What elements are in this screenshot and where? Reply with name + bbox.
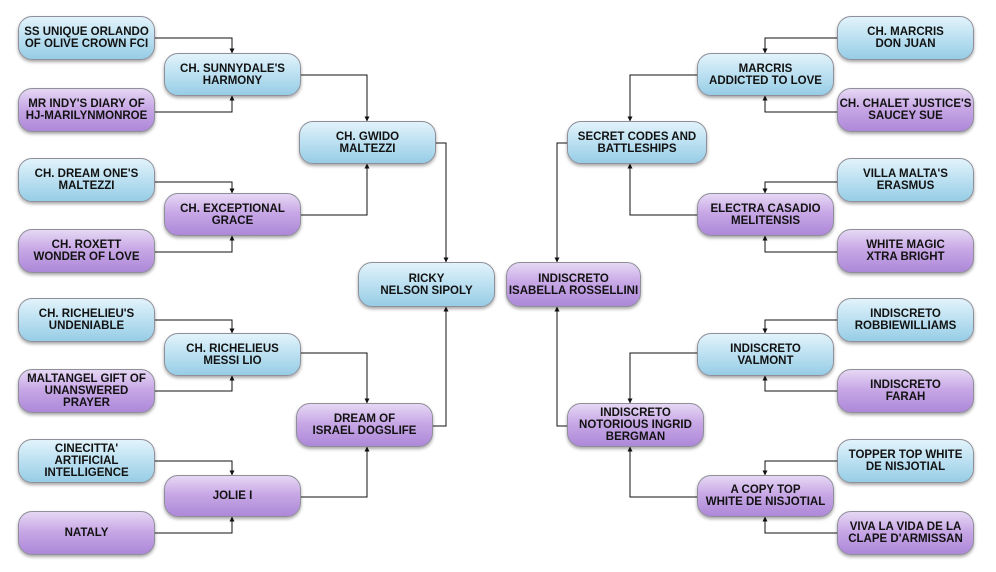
pedigree-node-gen3: CH. EXCEPTIONAL GRACE [164, 193, 301, 236]
dog-name: WHITE MAGIC XTRA BRIGHT [866, 239, 945, 263]
pedigree-node-gen2: INDISCRETO NOTORIOUS INGRID BERGMAN [567, 403, 704, 447]
dog-name: CH. GWIDO MALTEZZI [335, 130, 400, 155]
dog-name: INDISCRETO FARAH [870, 379, 941, 403]
dog-name: CH. EXCEPTIONAL GRACE [180, 202, 285, 227]
dog-name: CH. DREAM ONE'S MALTEZZI [34, 168, 139, 192]
pedigree-node-gen3: CH. SUNNYDALE'S HARMONY [164, 53, 301, 96]
dog-name: VILLA MALTA'S ERASMUS [863, 168, 948, 192]
pedigree-node-gen3: JOLIE I [164, 475, 301, 517]
dog-name: CH. SUNNYDALE'S HARMONY [180, 62, 285, 87]
dog-name: TOPPER TOP WHITE DE NISJOTIAL [848, 449, 963, 473]
pedigree-node-gen4: MALTANGEL GIFT OF UNANSWERED PRAYER [18, 369, 155, 413]
dog-name: INDISCRETO VALMONT [730, 342, 801, 367]
pedigree-node-gen4: CH. ROXETT WONDER OF LOVE [18, 229, 155, 273]
pedigree-node-gen4: WHITE MAGIC XTRA BRIGHT [837, 229, 974, 273]
dog-name: RICKY NELSON SIPOLY [380, 272, 473, 297]
dog-name: CH. RICHELIEU'S UNDENIABLE [38, 308, 135, 332]
pedigree-node-gen4: CH. CHALET JUSTICE'S SAUCEY SUE [837, 88, 974, 132]
pedigree-node-gen3: INDISCRETO VALMONT [697, 333, 834, 376]
pedigree-node-gen4: CH. DREAM ONE'S MALTEZZI [18, 158, 155, 202]
pedigree-node-gen4: NATALY [18, 511, 155, 555]
dog-name: CH. MARCRIS DON JUAN [867, 26, 944, 50]
dog-name: MARCRIS ADDICTED TO LOVE [709, 62, 822, 87]
pedigree-node-gen3: MARCRIS ADDICTED TO LOVE [697, 53, 834, 96]
dog-name: MR INDY'S DIARY OF HJ-MARILYNMONROE [25, 98, 148, 122]
dog-name: ELECTRA CASADIO MELITENSIS [710, 202, 821, 227]
pedigree-node-gen4: INDISCRETO FARAH [837, 369, 974, 413]
dog-name: DREAM OF ISRAEL DOGSLIFE [312, 413, 417, 437]
pedigree-node-gen4: VILLA MALTA'S ERASMUS [837, 158, 974, 202]
pedigree-node-gen2: CH. GWIDO MALTEZZI [299, 121, 436, 164]
pedigree-node-gen3: ELECTRA CASADIO MELITENSIS [697, 193, 834, 236]
dog-name: CINECITTA' ARTIFICIAL INTELLIGENCE [44, 443, 129, 479]
pedigree-node-gen4: SS UNIQUE ORLANDO OF OLIVE CROWN FCI [18, 16, 155, 60]
dog-name: SECRET CODES AND BATTLESHIPS [577, 130, 697, 155]
dog-name: CH. CHALET JUSTICE'S SAUCEY SUE [839, 98, 972, 122]
dog-name: CH. ROXETT WONDER OF LOVE [33, 239, 140, 263]
pedigree-node-gen4: CINECITTA' ARTIFICIAL INTELLIGENCE [18, 439, 155, 483]
pedigree-node-gen4: CH. RICHELIEU'S UNDENIABLE [18, 298, 155, 342]
dog-name: INDISCRETO ROBBIEWILLIAMS [854, 308, 957, 332]
dog-name: VIVA LA VIDA DE LA CLAPE D'ARMISSAN [848, 521, 963, 545]
pedigree-node-sire: RICKY NELSON SIPOLY [358, 262, 495, 307]
pedigree-node-gen3: CH. RICHELIEUS MESSI LIO [164, 333, 301, 376]
pedigree-node-gen4: VIVA LA VIDA DE LA CLAPE D'ARMISSAN [837, 511, 974, 555]
dog-name: CH. RICHELIEUS MESSI LIO [186, 342, 279, 367]
dog-name: INDISCRETO NOTORIOUS INGRID BERGMAN [579, 407, 692, 443]
dog-name: MALTANGEL GIFT OF UNANSWERED PRAYER [27, 373, 146, 409]
pedigree-node-gen4: TOPPER TOP WHITE DE NISJOTIAL [837, 439, 974, 483]
dog-name: A COPY TOP WHITE DE NISJOTIAL [705, 484, 826, 508]
dog-name: SS UNIQUE ORLANDO OF OLIVE CROWN FCI [24, 26, 149, 50]
pedigree-node-gen4: CH. MARCRIS DON JUAN [837, 16, 974, 60]
pedigree-node-gen4: MR INDY'S DIARY OF HJ-MARILYNMONROE [18, 88, 155, 132]
dog-name: JOLIE I [212, 490, 253, 502]
dog-name: INDISCRETO ISABELLA ROSSELLINI [508, 272, 639, 297]
pedigree-node-gen2: DREAM OF ISRAEL DOGSLIFE [296, 403, 433, 447]
pedigree-node-gen2: SECRET CODES AND BATTLESHIPS [567, 121, 707, 164]
pedigree-node-gen4: INDISCRETO ROBBIEWILLIAMS [837, 298, 974, 342]
pedigree-node-dam: INDISCRETO ISABELLA ROSSELLINI [506, 262, 641, 307]
dog-name: NATALY [64, 527, 109, 539]
pedigree-node-gen3: A COPY TOP WHITE DE NISJOTIAL [697, 475, 834, 517]
